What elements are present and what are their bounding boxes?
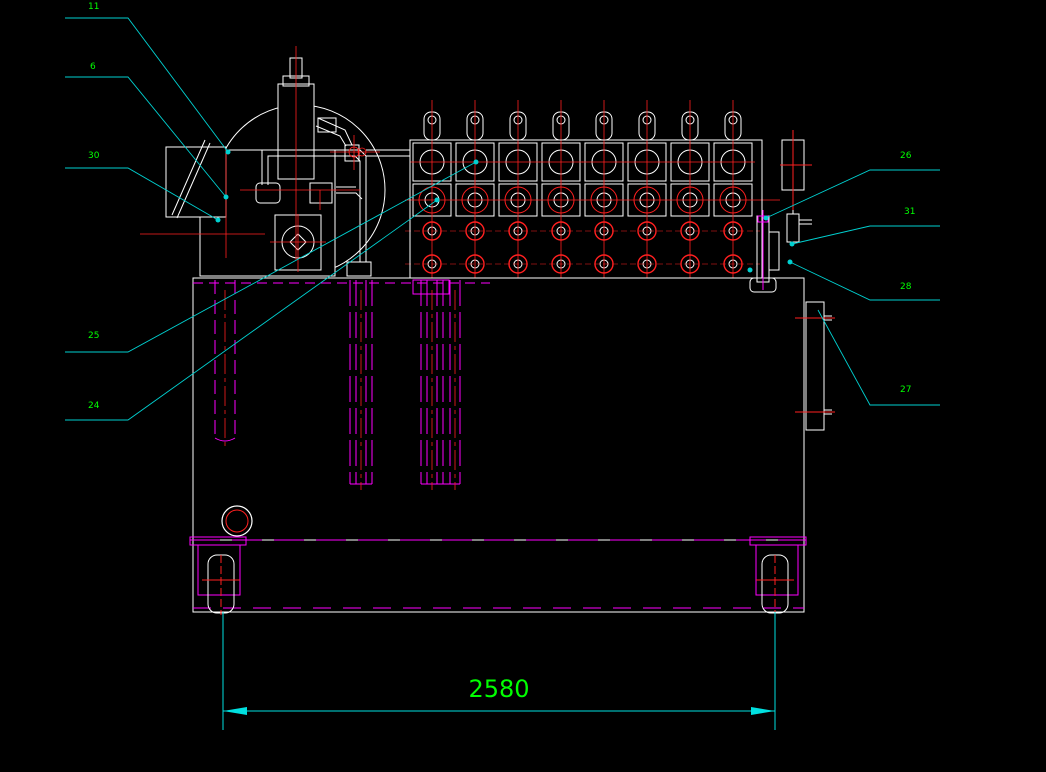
tank-internal-pipes: [214, 279, 461, 485]
callout-31: 31: [904, 207, 915, 217]
dimension-line: [222, 612, 776, 730]
callout-11: 11: [88, 2, 99, 12]
valve-manifold-bank: [405, 100, 780, 278]
suction-pipes: [261, 117, 410, 262]
callout-27: 27: [900, 385, 911, 395]
callout-26: 26: [900, 151, 912, 161]
drain-plug: [221, 505, 253, 537]
callout-25: 25: [88, 331, 99, 341]
callout-24: 24: [88, 401, 100, 411]
leader-dots: [215, 149, 795, 273]
caster-left: [189, 536, 247, 615]
dimension-value: 2580: [468, 675, 529, 703]
motor-center-lines: [140, 46, 380, 272]
level-gauge: [795, 301, 835, 431]
leader-lines: [65, 17, 940, 421]
callout-labels: 11 6 30 25 24 26 31 28 27: [88, 2, 915, 411]
callout-30: 30: [88, 151, 100, 161]
tank-top-hidden-lines: [190, 282, 806, 609]
tank-center-lines: [224, 290, 456, 490]
callout-6: 6: [90, 62, 96, 72]
callout-28: 28: [900, 282, 912, 292]
manifold-block: [409, 139, 763, 279]
